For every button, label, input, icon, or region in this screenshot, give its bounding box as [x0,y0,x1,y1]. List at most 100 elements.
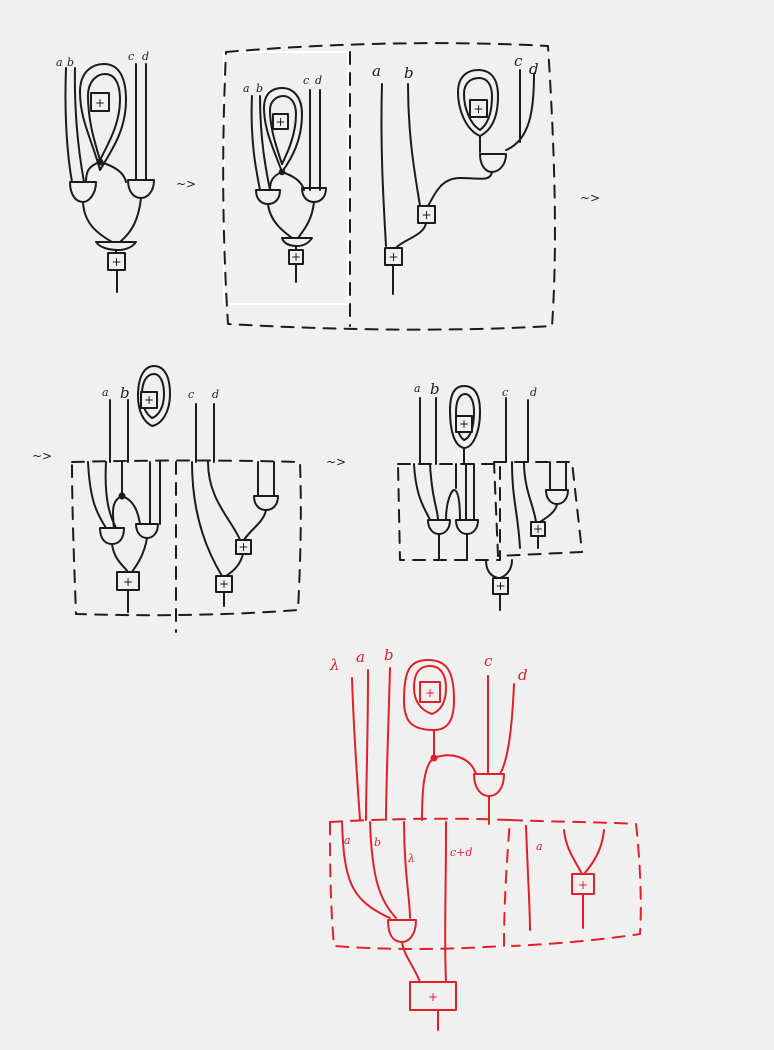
diagram-3: + + + + a b c d [72,366,301,632]
label-b: b [404,64,414,82]
plus-glyph: + [291,250,301,264]
plus-glyph: + [578,878,588,892]
label-a: a [344,834,351,847]
rewrite-arrow: ~> [326,455,346,469]
merge-node [428,520,450,534]
label-c: c [128,50,134,63]
plus-glyph: + [111,255,121,269]
merge-node [388,920,416,942]
wire [428,172,492,206]
merge-node [302,188,326,202]
wire [540,504,557,522]
label-b: b [120,384,130,402]
rewrite-arrow: ~> [580,191,600,205]
label-c: c [303,74,309,87]
plus-glyph: + [95,96,105,110]
wire [192,462,222,576]
wire [381,84,386,246]
merge-node [136,524,158,538]
label-b: b [374,836,381,849]
label-a: a [414,382,421,395]
diagram-2: + + a b c d + + + a b c d [223,43,555,330]
wire [422,730,476,820]
dashed-box [223,43,555,330]
wire [408,84,420,206]
wire [486,560,512,578]
plus-glyph: + [495,579,505,593]
label-d: d [315,74,322,87]
label-d: d [530,386,537,399]
plus-glyph: + [144,393,154,407]
label-b: b [384,646,394,664]
plus-glyph: + [428,990,438,1004]
wire [268,202,314,238]
wire [396,223,426,248]
rewrite-arrow: ~> [176,177,196,191]
merge-node [100,528,124,544]
rewrite-arrow: ~> [32,449,52,463]
plus-glyph: + [533,522,543,536]
merge-node [70,182,96,202]
wire [113,462,140,528]
label-lambda: λ [329,656,340,674]
wire [270,172,304,190]
dashed-box [330,819,510,949]
label-a: a [372,62,381,80]
wire [258,462,274,496]
label-lambda: λ [407,852,415,865]
merge-node [456,520,478,534]
wire [446,464,474,520]
label-a: a [356,648,365,666]
wire [252,96,260,190]
merge-node [96,242,136,250]
label-a: a [536,840,543,853]
label-b: b [256,82,263,95]
wire [75,68,84,182]
plus-glyph: + [425,686,435,700]
plus-glyph: + [275,115,285,129]
plus-glyph: + [459,417,469,431]
wire [414,464,438,520]
wire [65,68,72,182]
diagram-5-red: + + + λ a b c d a b λ c+d a [329,646,641,1030]
merge-node [254,496,278,510]
label-c: c [514,52,523,70]
wire [244,510,266,540]
wire [120,198,141,242]
wire [404,822,410,918]
plus-glyph: + [473,102,483,116]
plus-glyph: + [123,575,133,589]
wire [550,462,566,490]
dashed-box [398,464,500,560]
label-c-plus-d: c+d [450,846,472,859]
wire [208,462,240,540]
label-d: d [518,666,528,684]
merge-node [256,190,280,204]
label-a: a [56,56,63,69]
diagram-1: + + a b c d [56,50,154,292]
label-d: d [212,388,219,401]
merge-node [128,180,154,198]
merge-node [474,774,504,796]
label-a: a [102,386,109,399]
plus-glyph: + [421,208,431,222]
label-b: b [430,380,440,398]
label-c: c [502,386,508,399]
label-c: c [188,388,194,401]
diagram-4: + + + a b c d [398,380,582,610]
plus-glyph: + [388,250,398,264]
wire [366,670,368,820]
label-c: c [484,652,493,670]
wire [106,462,116,528]
wire [526,826,530,930]
wire [83,202,112,242]
label-a: a [243,82,250,95]
label-b: b [67,56,74,69]
plus-glyph: + [238,540,248,554]
wire [439,534,467,560]
merge-node [546,490,568,504]
wire [386,668,390,820]
wire [88,462,106,528]
wire [564,830,604,874]
